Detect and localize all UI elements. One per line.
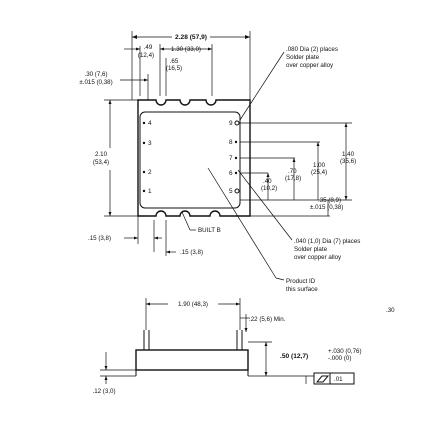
left-offset-tol-label: ±.015 (0,38) [79,79,112,86]
right-dim-3-label: .70 [288,168,297,175]
overall-height-mm-label: (53,4) [93,159,109,166]
side-pin-height-label: .22 (5,6) Min. [249,316,286,323]
right-dim-1-mm-label: (35,6) [340,158,356,165]
pin-span-label: 1.30 (33,0) [171,46,201,53]
right-dim-4-mm-label: (10,2) [261,185,277,192]
pin-pitch-label: .49 [144,44,153,51]
pin-label-left-2: 2 [148,169,152,176]
right-dim-4-label: .40 [263,178,272,185]
right-dim-3-mm-label: (17,8) [285,175,301,182]
pin-pitch-mm-label: (12,4) [138,52,154,59]
right-dim-2-mm-label: (25,4) [311,169,327,176]
pin-label-left-3: 1 [148,188,152,195]
right-pin-column: 9 8 7 6 5 [229,120,240,195]
flatness-control-frame: .01 [305,372,355,385]
built-label: BUILT B [198,227,221,234]
pin-label-right-4: 5 [229,188,233,195]
callout-bottom-line3: over copper alloy [294,254,342,261]
left-offset-label: .30 (7,6) [84,71,107,78]
side-tol-plus-label: +.030 (0,76) [328,348,362,355]
module-top-outline [137,99,251,217]
right-dim-5-tol-label: ±.015 (0,38) [310,204,343,211]
pin-span-dimension: 1.30 (33,0) .49 (12,4) .65 (16,5) [124,44,213,96]
overall-width-dimension: 2.28 (57,9) [131,31,251,100]
right-dim-2-label: 1.00 [313,162,326,169]
pin-label-left-1: 3 [148,140,152,147]
product-id-line1: Product ID [286,278,316,285]
side-view-height-dimension: .50 (12,7) +.030 (0,76) -.000 (0) [248,341,362,377]
right-dim-5-label: .35 (8,9) [318,197,341,204]
side-view-pin-height-dimension: .22 (5,6) Min. [240,314,286,332]
pin-label-right-1: 8 [229,139,233,146]
product-id-line2: this surface [286,286,318,293]
side-body-height-label: .50 (12,7) [280,353,308,360]
callout-top-line2: Solder plate [286,54,320,61]
overall-height-label: 2.10 [95,151,108,158]
overall-width-label: 2.28 (57,9) [175,34,207,41]
edge-mark-label: .30 [386,307,395,314]
callout-bottom-line1: .040 (1,0) Dia (7) places [294,238,360,245]
pin-label-right-3: 6 [229,170,233,177]
top-pin-callout: .080 Dia (2) places Solder plate over co… [239,46,338,121]
bottom-pin-label: .15 (3,8) [180,249,203,256]
pin-offset-label: .65 [170,58,179,65]
bottom-dimensions: .15 (3,8) .15 (3,8) [88,216,203,256]
flatness-value-label: .01 [334,376,343,383]
side-tol-minus-label: -.000 (0) [328,355,351,362]
pin-label-right-2: 7 [229,155,233,162]
product-id-callout: Product ID this surface [207,167,318,293]
pin-label-right-0: 9 [229,120,233,127]
pin-label-left-0: 4 [148,120,152,127]
callout-top-line1: .080 Dia (2) places [286,46,338,53]
bottom-pin-callout: .040 (1,0) Dia (7) places Solder plate o… [237,169,360,261]
pin-offset-mm-label: (16,5) [166,65,182,72]
flatness-symbol-icon [315,375,330,383]
left-pin-column: 4 3 2 1 [142,120,152,195]
side-view-standoff-dimension: .12 (3,0) [92,352,136,395]
overall-height-dimension: 2.10 (53,4) [93,99,138,217]
side-width-label: 1.90 (48,3) [178,301,208,308]
bottom-left-label: .15 (3,8) [88,235,111,242]
callout-top-line3: over copper alloy [286,62,334,69]
right-dimension-stack: 1.40 (35,6) 1.00 (25,4) .70 (17,8) .40 (… [240,122,356,217]
side-standoff-label: .12 (3,0) [92,388,115,395]
side-view-width-dimension: 1.90 (48,3) [145,298,241,330]
module-side-outline [135,330,249,376]
built-label-callout: BUILT B [181,211,221,234]
callout-bottom-line2: Solder plate [294,246,328,253]
right-dim-1-label: 1.40 [342,151,355,158]
